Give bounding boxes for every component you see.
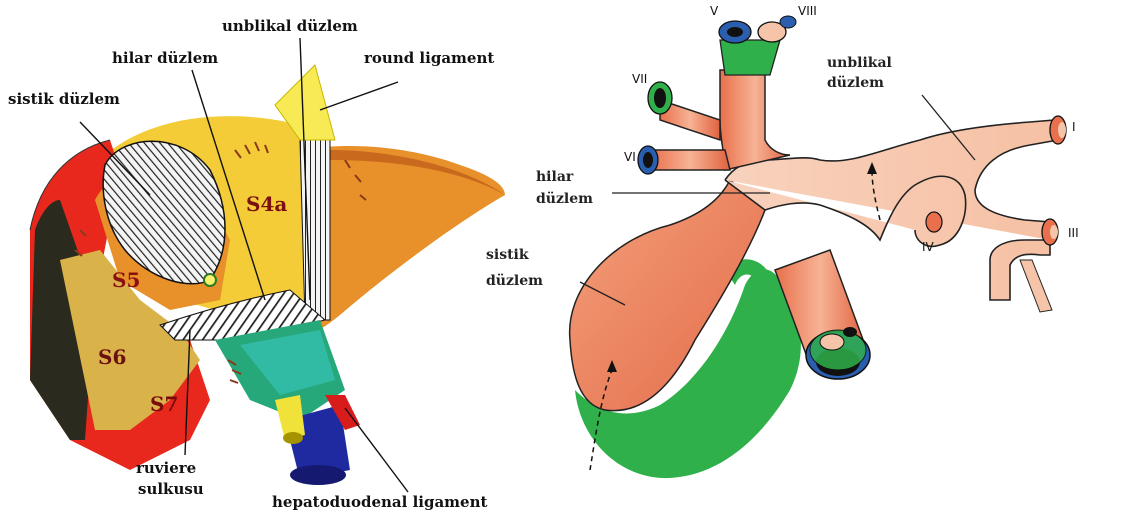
segment-i-label: I: [1072, 120, 1076, 134]
segment-s6-label: S6: [98, 345, 126, 369]
biliary-tree-panel: unblikal düzlem hilar düzlem sistik düzl…: [520, 0, 1122, 518]
label-umbilical-right-2: düzlem: [827, 74, 884, 92]
biliary-illustration: [520, 0, 1122, 518]
liver-illustration: [0, 0, 520, 518]
segment-s4a-label: S4a: [246, 192, 287, 216]
segment-s7-label: S7: [150, 392, 178, 416]
leader-hepatoduodenal: [345, 408, 408, 492]
label-ruviere-line1: ruviere: [136, 460, 196, 477]
label-cystic-plane: sistik düzlem: [8, 91, 120, 108]
label-hilar-right-1: hilar: [536, 168, 573, 186]
segment-v-label: V: [710, 4, 718, 18]
left-lobe: [300, 146, 505, 330]
label-cystic-right-2: düzlem: [486, 272, 543, 290]
segment-vii-label: VII: [632, 72, 647, 86]
leader-round: [320, 82, 398, 110]
label-hilar-plane: hilar düzlem: [112, 50, 218, 67]
hepatic-duct-tree: [725, 120, 1058, 300]
segment-viii-label: VIII: [798, 4, 817, 18]
label-umbilical-plane: unblikal düzlem: [222, 18, 358, 35]
liver-diagram-panel: unblikal düzlem hilar düzlem round ligam…: [0, 0, 520, 518]
label-cystic-right-1: sistik: [486, 246, 529, 264]
label-hilar-right-2: düzlem: [536, 190, 593, 208]
label-hepatoduodenal-ligament: hepatoduodenal ligament: [272, 494, 487, 511]
label-round-ligament: round ligament: [364, 50, 494, 67]
duct-trunk-upper: [720, 70, 790, 170]
segment-s5-label: S5: [112, 268, 140, 292]
segment-iii-label: III: [1068, 226, 1079, 240]
label-ruviere-line2: sulkusu: [138, 481, 204, 498]
segment-vi-label: VI: [624, 150, 636, 164]
label-umbilical-right-1: unblikal: [827, 54, 892, 72]
segment-iv-label: IV: [922, 240, 934, 254]
